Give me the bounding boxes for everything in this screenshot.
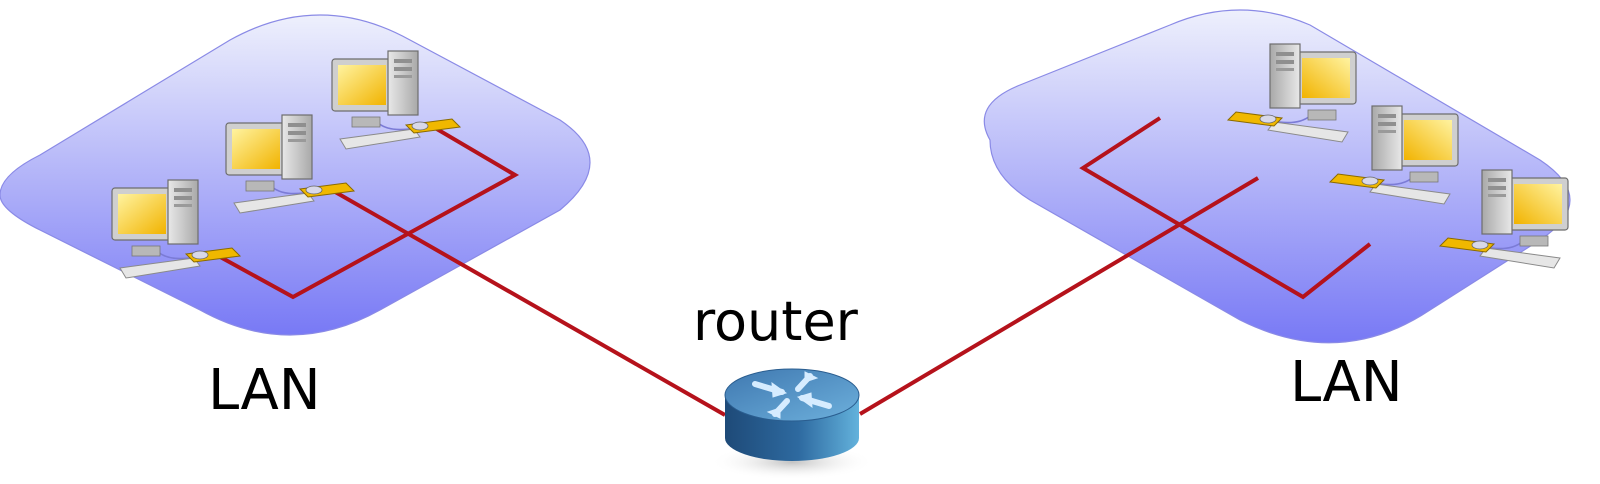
lan-right-area: [983, 9, 1571, 344]
lan-right-label: LAN: [1290, 350, 1403, 415]
lan-left-cabling: [212, 123, 726, 417]
lan-left-label: LAN: [208, 358, 321, 423]
router-icon: [710, 368, 874, 480]
lan-right-cabling: [858, 116, 1372, 416]
router-label: router: [693, 290, 858, 353]
